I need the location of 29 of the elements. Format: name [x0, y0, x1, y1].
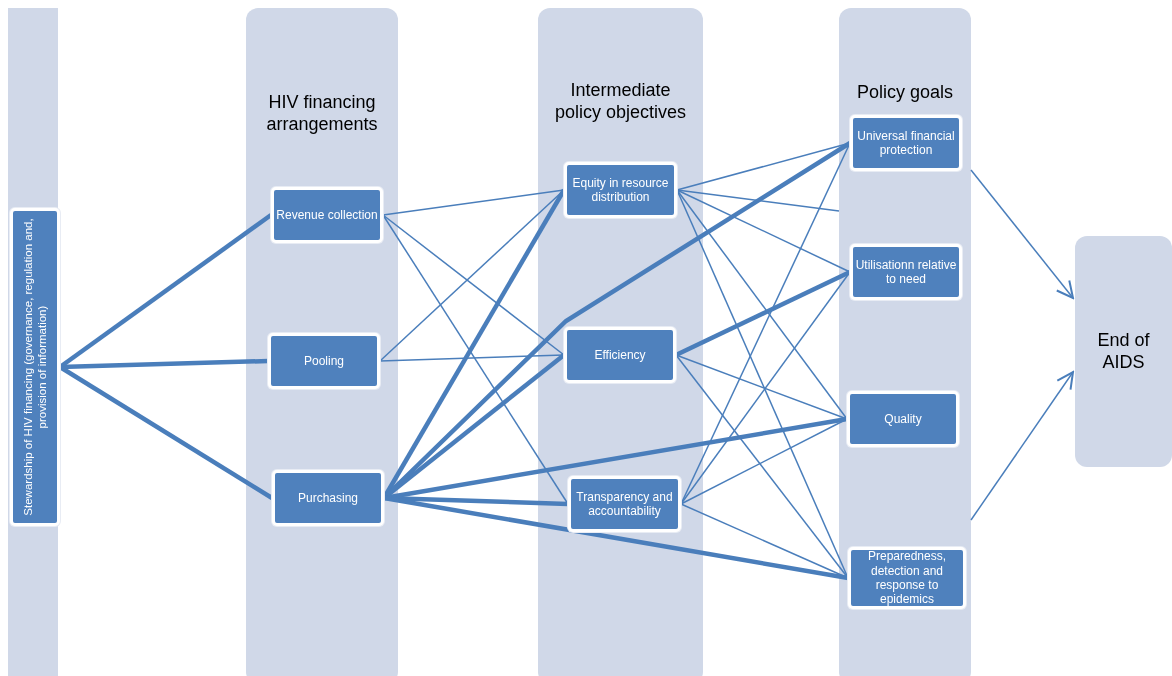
connector-line [382, 214, 565, 356]
process-box: Revenue collection [271, 187, 383, 243]
process-box: Pooling [268, 333, 380, 389]
column-band [839, 8, 971, 676]
process-box: Purchasing [272, 470, 384, 526]
column-heading: HIV financing arrangements [265, 92, 379, 136]
arrow [970, 169, 1074, 299]
column-band [538, 8, 703, 676]
process-box: Equity in resource distribution [564, 162, 677, 218]
arrow [970, 371, 1074, 521]
connector-line [675, 354, 849, 579]
outcome-box: End of AIDS [1075, 236, 1172, 467]
column-band [246, 8, 398, 676]
connector-line [676, 189, 851, 273]
process-box: Efficiency [564, 327, 676, 383]
stewardship-box: Stewardship of HIV financing (governance, regulation and, provision of information) [10, 208, 60, 526]
process-box: Transparency and accountability [568, 476, 681, 532]
process-box: Preparedness, detection and response to epidemics [848, 547, 966, 609]
connector-line [676, 189, 848, 420]
column-heading: Policy goals [855, 82, 954, 104]
connector-line [675, 269, 851, 358]
connector-line [675, 354, 848, 420]
stewardship-band [8, 8, 58, 676]
process-box: Quality [847, 391, 959, 447]
connector-line [676, 189, 840, 212]
process-box: Utilisationn relative to need [850, 244, 962, 300]
column-heading: Intermediate policy objectives [553, 80, 688, 124]
connector-line [680, 418, 848, 505]
process-box: Universal financial protection [850, 115, 962, 171]
